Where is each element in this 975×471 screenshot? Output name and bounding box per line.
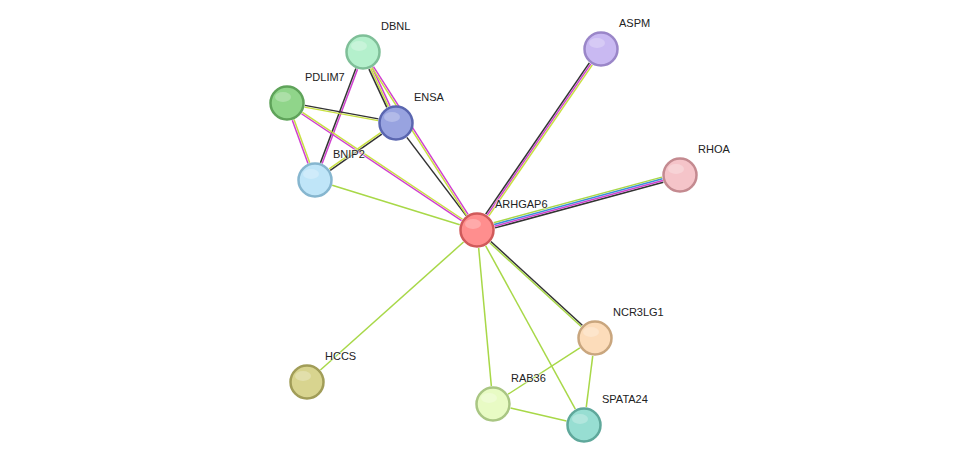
evidence-line [372,68,467,216]
interaction-edge [372,67,468,216]
evidence-line [320,242,463,370]
evidence-line [494,177,662,223]
node-label: ENSA [414,91,444,103]
node-label: SPATA24 [602,393,648,405]
evidence-line [371,68,389,106]
evidence-line [495,181,663,227]
evidence-line [486,246,576,409]
evidence-line [508,348,580,394]
interaction-edge [511,408,567,421]
node-label: RHOA [698,143,730,155]
interaction-edge [486,63,593,216]
node-circle [269,85,305,121]
interaction-edge [320,242,463,370]
node-label: NCR3LG1 [613,306,664,318]
node-circle [577,320,613,356]
evidence-line [495,182,663,228]
evidence-line [332,185,460,224]
node-circle [297,162,333,198]
evidence-line [494,179,662,225]
protein-node: PDLIM7 [269,85,305,121]
evidence-line [292,120,308,163]
interaction-edge [494,177,664,228]
protein-node: SPATA24 [566,407,602,443]
node-label: DBNL [381,20,410,32]
evidence-line [373,67,468,215]
evidence-line [491,241,582,325]
evidence-line [486,63,590,214]
node-circle [289,364,325,400]
evidence-line [294,120,310,163]
node-circle [378,105,414,141]
node-circle [583,31,619,67]
node-circle [566,407,602,443]
evidence-line [407,137,466,215]
evidence-line [487,64,591,215]
interaction-edge [329,133,382,171]
node-label: ARHGAP6 [495,198,548,210]
node-circle [459,212,495,248]
protein-node: HCCS [289,364,325,400]
protein-node: ARHGAP6 [459,212,495,248]
protein-node: RHOA [662,157,698,193]
protein-node: ENSA [378,105,414,141]
evidence-line [305,107,379,121]
protein-node: BNIP2 [297,162,333,198]
interaction-edge [407,137,466,215]
interaction-edge [586,356,592,407]
node-label: RAB36 [511,372,546,384]
node-circle [475,386,511,422]
interaction-edge [332,185,460,224]
interaction-edge [479,248,492,386]
interaction-edge [486,246,576,409]
evidence-line [586,356,592,407]
evidence-line [511,408,567,421]
node-circle [345,34,381,70]
node-label: BNIP2 [333,148,365,160]
interaction-edge [508,348,580,394]
evidence-line [329,133,381,169]
protein-node: NCR3LG1 [577,320,613,356]
evidence-line [305,105,379,119]
interaction-edge [305,105,379,120]
protein-node: RAB36 [475,386,511,422]
interaction-edge [292,120,309,164]
protein-node: ASPM [583,31,619,67]
evidence-line [489,65,593,216]
node-circle [662,157,698,193]
evidence-line [330,134,382,170]
evidence-line [490,243,581,327]
evidence-line [479,248,492,386]
node-label: ASPM [619,17,650,29]
interaction-edge [490,241,583,326]
node-label: HCCS [325,350,356,362]
node-label: PDLIM7 [305,71,345,83]
protein-node: DBNL [345,34,381,70]
